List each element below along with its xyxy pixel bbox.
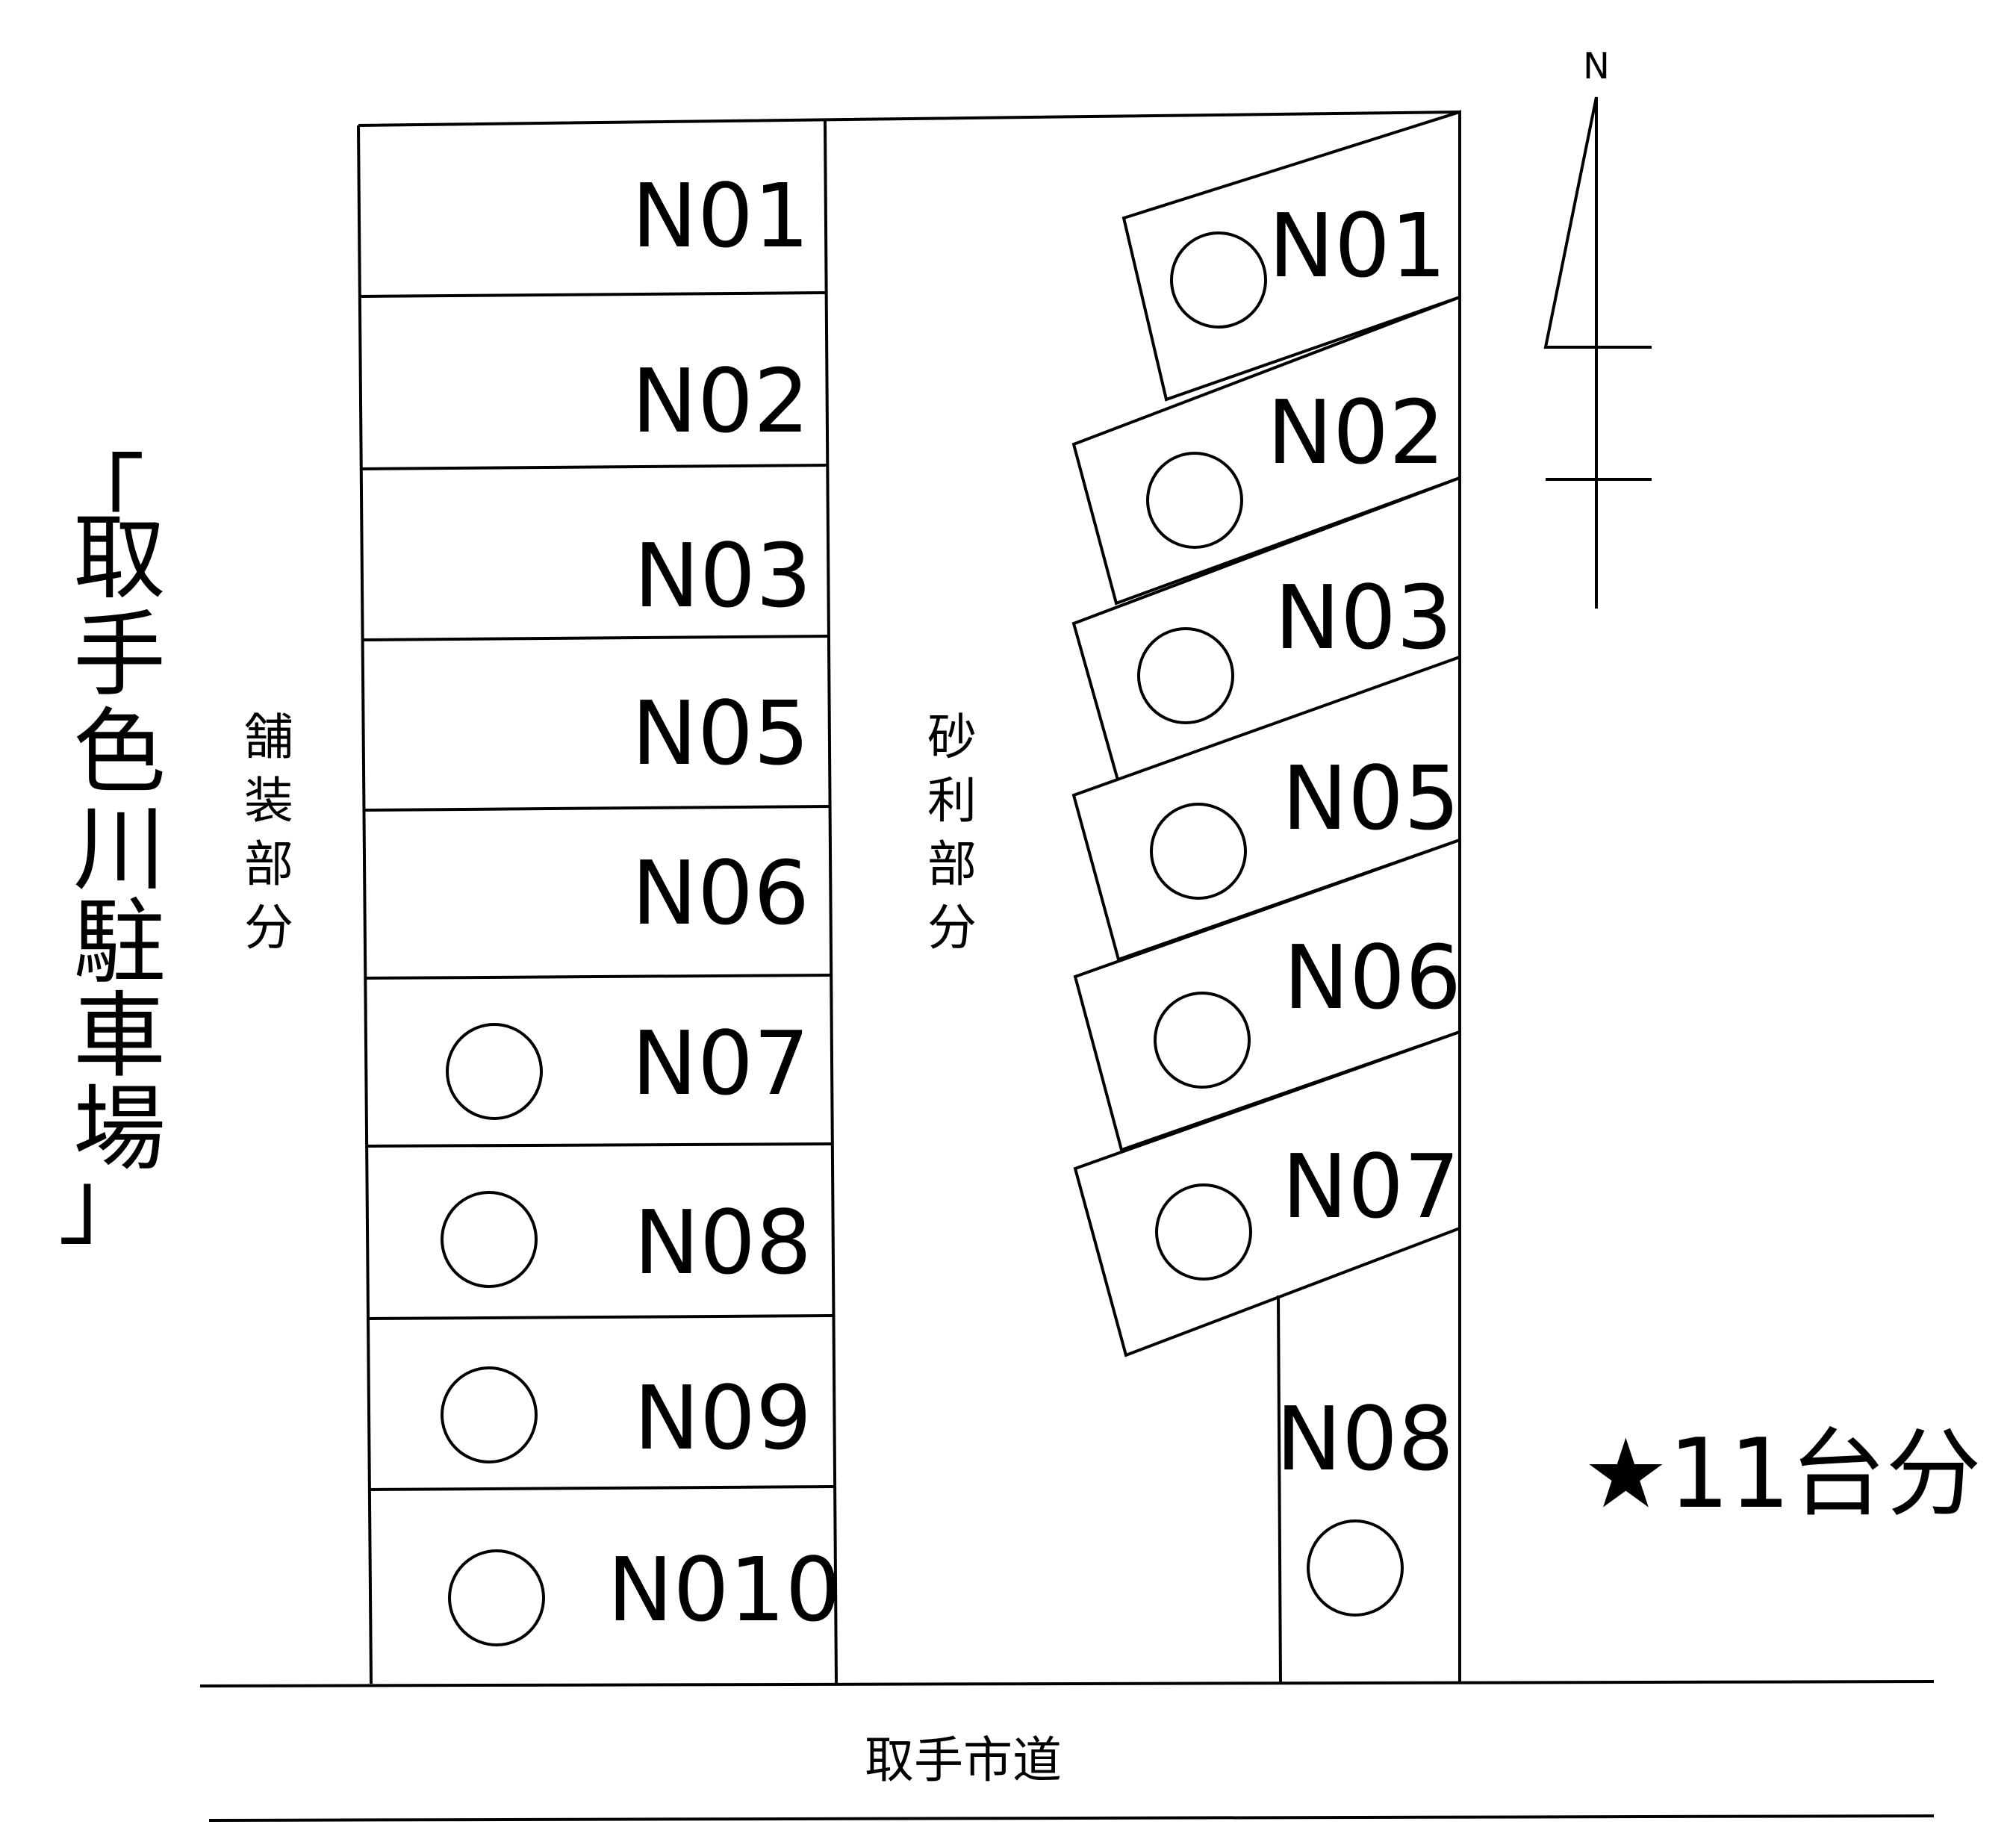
stall-label: N08 [1276,1387,1454,1490]
stall-divider [361,464,829,470]
stall-divider [1277,1295,1282,1684]
available-marker [441,1191,538,1288]
stall-label: N05 [632,682,809,785]
stall-divider [364,805,832,812]
stall-label: N010 [607,1538,841,1641]
road-label: 取手市道 [865,1732,1062,1789]
stall-label: N09 [634,1366,812,1469]
gravel-section-label: 砂 利 部 分 [927,709,977,956]
available-marker [1155,1183,1252,1281]
available-marker [1307,1519,1404,1617]
stall-label: N07 [1282,1135,1460,1238]
gravel-char: 部 [927,836,977,893]
stall-label: N03 [634,524,812,627]
gravel-char: 利 [927,772,977,830]
title-char: 場 [73,1076,166,1183]
stall-label: N01 [632,164,809,267]
title-char: 色 [73,699,166,806]
paved-char: 舗 [244,709,293,766]
north-arrow: N [1543,46,1652,609]
stall-divider [367,1142,834,1148]
paved-char: 分 [244,899,293,956]
paved-section-label: 舗 装 部 分 [244,709,293,956]
title-char: 川 [73,796,166,903]
stall-divider [368,1314,836,1320]
title-open-bracket: 「 [52,445,145,553]
title-char: 取 [73,505,166,612]
available-marker [1150,803,1247,900]
available-marker [446,1023,543,1120]
lot-title: 「 取 手 色 川 駐 車 場 」 [52,445,166,1258]
title-close-bracket: 」 [58,1151,151,1258]
stall-label: N06 [1284,926,1461,1029]
capacity-label: ★11台分 [1583,1419,1982,1530]
gravel-stalls: N01 N02 N03 N05 N06 N07 N08 [1071,110,1461,1684]
available-marker [1154,992,1251,1089]
title-char: 手 [73,602,166,709]
stall-label: N05 [1282,747,1460,850]
stall-divider [365,974,833,980]
stall-divider [359,291,827,298]
gravel-char: 分 [927,899,977,956]
available-marker [448,1549,545,1646]
city-road: 取手市道 [199,1680,1935,1822]
stall-label: N06 [632,841,809,945]
available-marker [441,1366,538,1463]
title-char: 駐 [73,889,166,997]
stall-divider [369,1485,836,1491]
stall-label: N07 [632,1012,809,1115]
stall-label: N01 [1269,194,1446,297]
title-char: 車 [73,983,166,1090]
paved-char: 部 [244,836,293,893]
available-marker [1170,231,1267,329]
stall-divider [362,635,830,641]
stall-label: N02 [632,349,809,452]
paved-stalls: N01 N02 N03 N05 N06 N07 N08 N09 N010 [359,164,841,1646]
stall-label: N08 [634,1191,812,1294]
stall-label: N02 [1267,381,1445,484]
paved-char: 装 [244,772,293,830]
stall-label: N03 [1275,566,1452,669]
slanted-stall [1073,1030,1461,1357]
north-label: N [1583,46,1610,87]
available-marker [1137,627,1234,724]
gravel-char: 砂 [927,709,977,766]
available-marker [1146,452,1243,549]
